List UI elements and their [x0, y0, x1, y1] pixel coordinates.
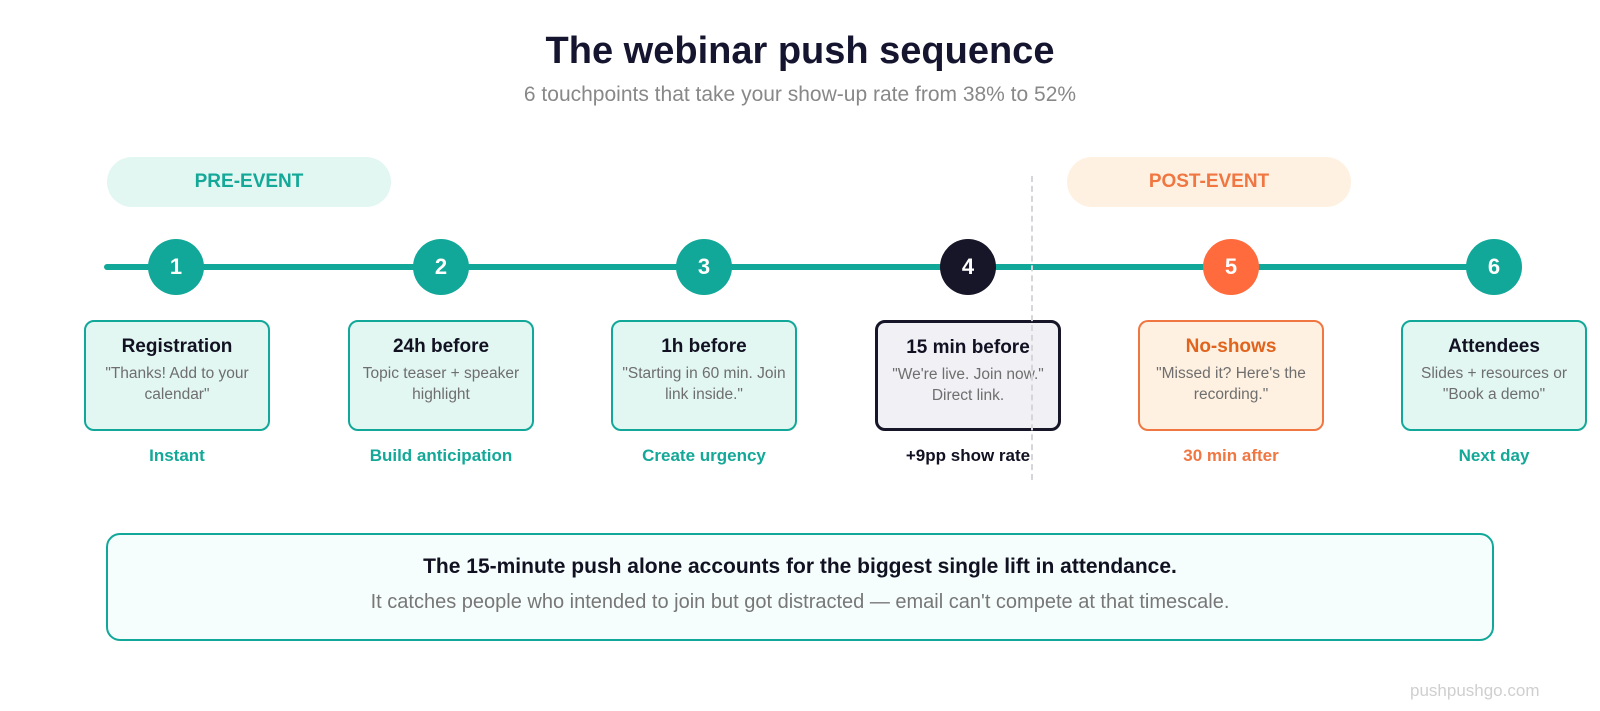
step-3-title: 1h before	[661, 336, 747, 357]
step-5-node: 5	[1203, 239, 1259, 295]
step-5-title: No-shows	[1185, 336, 1277, 357]
step-2-card: 24h before Topic teaser + speaker highli…	[348, 320, 534, 431]
pre-event-phase-label: PRE-EVENT	[107, 157, 391, 207]
step-1-title: Registration	[121, 336, 233, 357]
step-3-caption: Create urgency	[642, 446, 766, 465]
callout-text: It catches people who intended to join b…	[370, 591, 1230, 613]
step-1-card: Registration "Thanks! Add to your calend…	[84, 320, 270, 431]
step-4-card: 15 min before "We're live. Join now." Di…	[875, 320, 1061, 431]
step-2-node: 2	[413, 239, 469, 295]
step-6-node: 6	[1466, 239, 1522, 295]
brand-footer: pushpushgo.com	[1410, 681, 1540, 700]
step-2-title: 24h before	[392, 336, 490, 357]
step-4-node: 4	[940, 239, 996, 295]
step-6-title: Attendees	[1448, 336, 1540, 357]
page-title: The webinar push sequence	[545, 30, 1055, 72]
step-6-caption: Next day	[1458, 446, 1530, 465]
step-3-description: "Starting in 60 min. Join link inside."	[622, 365, 786, 403]
step-1-node: 1	[148, 239, 204, 295]
step-5-description: "Missed it? Here's the recording."	[1156, 365, 1306, 403]
step-6-card: Attendees Slides + resources or "Book a …	[1401, 320, 1587, 431]
step-4-title: 15 min before	[906, 337, 1030, 358]
event-divider-line	[1031, 176, 1033, 480]
step-1-description: "Thanks! Add to your calendar"	[105, 365, 249, 403]
step-2-caption: Build anticipation	[369, 446, 513, 465]
step-1-caption: Instant	[149, 446, 205, 465]
page-subtitle: 6 touchpoints that take your show-up rat…	[523, 83, 1077, 106]
step-2-description: Topic teaser + speaker highlight	[362, 365, 520, 403]
step-6-description: Slides + resources or "Book a demo"	[1420, 365, 1568, 403]
step-4-description: "We're live. Join now." Direct link.	[892, 366, 1044, 404]
post-event-phase-label: POST-EVENT	[1067, 157, 1351, 207]
insight-callout: The 15-minute push alone accounts for th…	[106, 533, 1494, 641]
timeline-track	[104, 264, 1494, 270]
step-3-card: 1h before "Starting in 60 min. Join link…	[611, 320, 797, 431]
step-5-caption: 30 min after	[1183, 446, 1279, 465]
callout-title: The 15-minute push alone accounts for th…	[423, 555, 1177, 578]
step-5-card: No-shows "Missed it? Here's the recordin…	[1138, 320, 1324, 431]
step-3-node: 3	[676, 239, 732, 295]
step-4-caption: +9pp show rate	[905, 446, 1031, 465]
